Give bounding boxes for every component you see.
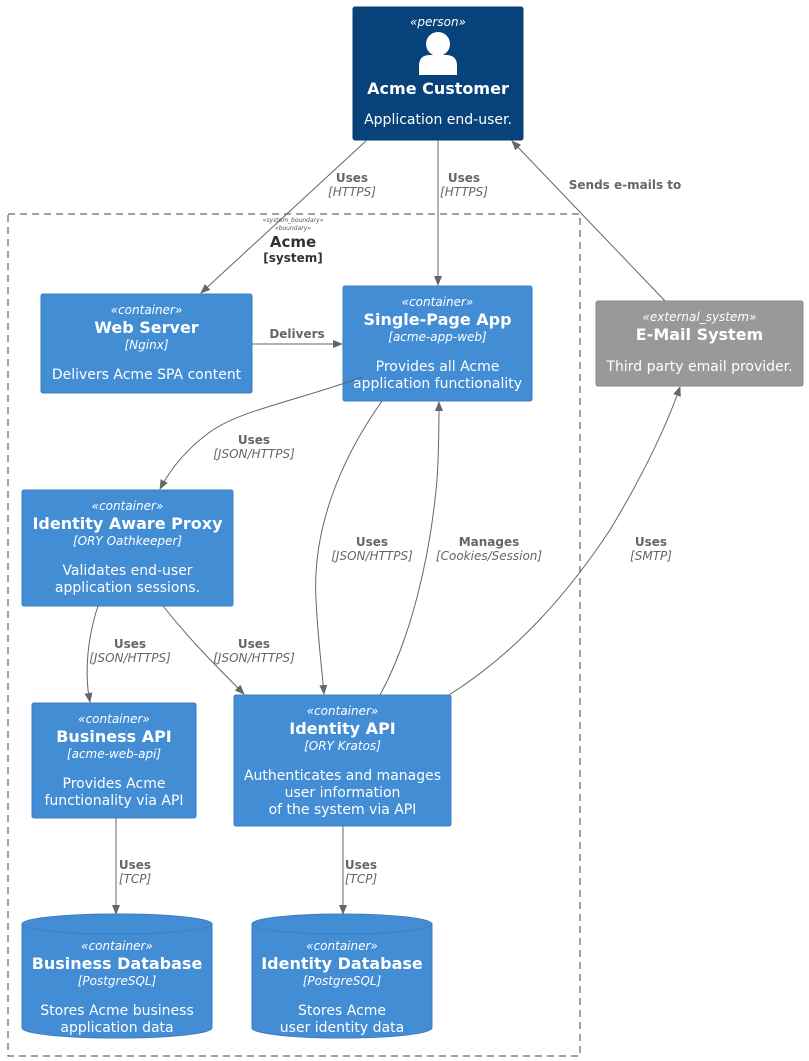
rel-text: Uses bbox=[118, 858, 152, 872]
business-api-stereotype: «container» bbox=[78, 712, 150, 726]
proxy-description: Validates end-user application sessions. bbox=[54, 563, 201, 596]
spa-text: «container» Single-Page App [acme-app-we… bbox=[343, 295, 532, 393]
edges bbox=[84, 139, 681, 915]
edge-identity-email bbox=[448, 386, 681, 696]
rel-text: Manages bbox=[458, 535, 520, 549]
rel-text: Uses bbox=[237, 433, 271, 447]
person-icon bbox=[419, 32, 457, 75]
rel-tech: [JSON/HTTPS] bbox=[213, 447, 295, 461]
identity-api-technology: [ORY Kratos] bbox=[304, 739, 381, 753]
email-stereotype: «external_system» bbox=[642, 310, 757, 324]
identity-api-text: «container» Identity API [ORY Kratos] Au… bbox=[234, 704, 451, 819]
identity-api-description: Authenticates and manages user informati… bbox=[243, 768, 442, 818]
identity-db-technology: [PostgreSQL] bbox=[302, 974, 382, 988]
business-db-technology: [PostgreSQL] bbox=[77, 974, 157, 988]
business-api-name: Business API bbox=[56, 727, 172, 746]
rel-tech: [TCP] bbox=[118, 872, 152, 886]
web-server-technology: [Nginx] bbox=[124, 338, 169, 352]
edge-spa-identity bbox=[315, 400, 383, 695]
rel-label-proxy-business: Uses [JSON/HTTPS] bbox=[89, 637, 171, 665]
identity-proxy-text: «container» Identity Aware Proxy [ORY Oa… bbox=[22, 499, 233, 597]
rel-label-email-customer: Sends e-mails to bbox=[569, 178, 681, 192]
rel-tech: [Cookies/Session] bbox=[435, 549, 543, 563]
edge-identity-spa bbox=[379, 401, 443, 696]
system-boundary bbox=[7, 213, 581, 1057]
edge-spa-proxy bbox=[159, 376, 363, 490]
web-server-text: «container» Web Server [Nginx] Delivers … bbox=[41, 303, 252, 384]
rel-label-identity-spa: Manages [Cookies/Session] bbox=[436, 535, 542, 563]
identity-database-node[interactable] bbox=[251, 913, 433, 1039]
rel-label-spa-proxy: Uses [JSON/HTTPS] bbox=[213, 433, 295, 461]
rel-text: Uses bbox=[634, 535, 668, 549]
business-api-technology: [acme-web-api] bbox=[66, 747, 162, 761]
email-name: E-Mail System bbox=[635, 325, 764, 344]
business-database-text: «container» Business Database [PostgreSQ… bbox=[22, 939, 212, 1037]
identity-db-description: Stores Acme user identity data bbox=[279, 1003, 405, 1036]
boundary-stereotype-2: «boundary» bbox=[275, 225, 311, 232]
rel-text: Uses bbox=[447, 171, 481, 185]
identity-db-stereotype: «container» bbox=[306, 939, 378, 953]
spa-description: Provides all Acme application functional… bbox=[353, 359, 522, 392]
business-api-node[interactable] bbox=[31, 702, 197, 819]
proxy-stereotype: «container» bbox=[91, 499, 164, 513]
identity-api-name: Identity API bbox=[289, 719, 396, 738]
rel-text: Sends e-mails to bbox=[568, 178, 682, 192]
business-database-node[interactable] bbox=[21, 913, 213, 1039]
identity-db-name: Identity Database bbox=[261, 954, 423, 973]
web-server-name: Web Server bbox=[94, 318, 199, 337]
identity-api-stereotype: «container» bbox=[306, 704, 379, 718]
rel-tech: [JSON/HTTPS] bbox=[213, 651, 295, 665]
spa-name: Single-Page App bbox=[363, 310, 512, 329]
web-server-stereotype: «container» bbox=[110, 303, 183, 317]
business-api-description: Provides Acme functionality via API bbox=[44, 776, 184, 809]
email-system-text: «external_system» E-Mail System Third pa… bbox=[596, 310, 803, 376]
rel-text: Uses bbox=[237, 637, 271, 651]
edge-proxy-identity bbox=[162, 605, 245, 695]
rel-tech: [TCP] bbox=[344, 872, 378, 886]
rel-label-proxy-identity: Uses [JSON/HTTPS] bbox=[213, 637, 295, 665]
customer-name: Acme Customer bbox=[367, 79, 509, 98]
spa-technology: [acme-app-web] bbox=[388, 330, 487, 344]
acme-customer-text: «person» Acme Customer Application end-u… bbox=[353, 15, 523, 129]
rel-text: Uses bbox=[355, 535, 389, 549]
rel-label-customer-spa: Uses [HTTPS] bbox=[440, 171, 488, 199]
proxy-name: Identity Aware Proxy bbox=[32, 514, 223, 533]
identity-database-text: «container» Identity Database [PostgreSQ… bbox=[252, 939, 432, 1037]
business-db-stereotype: «container» bbox=[81, 939, 153, 953]
rel-text: Uses bbox=[344, 858, 378, 872]
email-system-node[interactable] bbox=[595, 300, 804, 387]
business-api-text: «container» Business API [acme-web-api] … bbox=[32, 712, 196, 810]
rel-label-identity-db: Uses [TCP] bbox=[345, 858, 377, 886]
proxy-technology: [ORY Oathkeeper] bbox=[72, 534, 183, 548]
rel-label-identity-email: Uses [SMTP] bbox=[630, 535, 672, 563]
rel-tech: [HTTPS] bbox=[328, 185, 376, 199]
edge-customer-webserver bbox=[200, 139, 368, 294]
rel-tech: [JSON/HTTPS] bbox=[331, 549, 413, 563]
identity-proxy-node[interactable] bbox=[21, 489, 234, 607]
boundary-stereotype-1: «system_boundary» bbox=[262, 217, 324, 224]
rel-text: Delivers bbox=[269, 327, 325, 341]
rel-label-customer-webserver: Uses [HTTPS] bbox=[328, 171, 376, 199]
spa-stereotype: «container» bbox=[401, 295, 474, 309]
rel-text: Uses bbox=[335, 171, 369, 185]
boundary-label: «system_boundary» «boundary» Acme [syste… bbox=[263, 217, 324, 265]
rel-tech: [SMTP] bbox=[630, 549, 672, 563]
rel-text: Uses bbox=[113, 637, 147, 651]
rel-label-webserver-spa: Delivers bbox=[269, 327, 324, 341]
boundary-type: [system] bbox=[263, 251, 323, 265]
web-server-description: Delivers Acme SPA content bbox=[51, 367, 242, 383]
rel-tech: [JSON/HTTPS] bbox=[89, 651, 171, 665]
rel-label-business-db: Uses [TCP] bbox=[119, 858, 151, 886]
business-db-name: Business Database bbox=[31, 954, 203, 973]
rel-tech: [HTTPS] bbox=[440, 185, 488, 199]
boundary-name: Acme bbox=[269, 233, 317, 251]
email-description: Third party email provider. bbox=[606, 359, 793, 375]
business-db-description: Stores Acme business application data bbox=[40, 1003, 194, 1036]
edge-email-customer bbox=[511, 140, 666, 302]
customer-description: Application end-user. bbox=[364, 112, 512, 128]
edge-proxy-business bbox=[84, 605, 99, 703]
rel-label-spa-identity: Uses [JSON/HTTPS] bbox=[331, 535, 413, 563]
customer-stereotype: «person» bbox=[410, 15, 466, 29]
